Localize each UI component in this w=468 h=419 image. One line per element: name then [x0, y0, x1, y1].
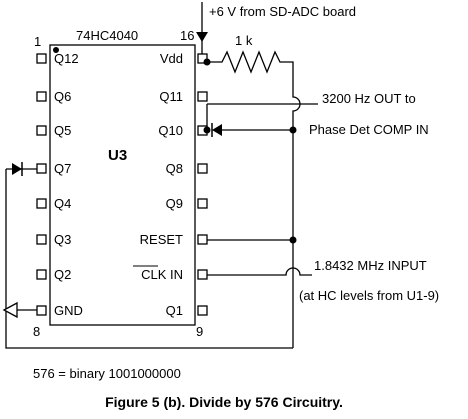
clk-input-wire: [207, 267, 312, 276]
supply-label: +6 V from SD-ADC board: [209, 4, 356, 19]
q7-diode-arrow: [12, 163, 22, 175]
ic-body: [49, 44, 196, 326]
pin-label-q7: Q7: [54, 161, 71, 176]
rail-junction-reset: [289, 236, 297, 244]
right-pin-stubs: [197, 53, 208, 316]
pin-number-8: 8: [33, 324, 40, 339]
pin-label-q10: Q10: [158, 123, 183, 138]
pin-label-vdd: Vdd: [160, 51, 183, 66]
pin-label-q4: Q4: [54, 196, 71, 211]
pin-label-q2: Q2: [54, 267, 71, 282]
pin-label-reset: RESET: [140, 232, 183, 247]
input-label-line1: 1.8432 MHz INPUT: [314, 258, 427, 273]
chip-reference: U3: [108, 147, 127, 164]
pin-number-9: 9: [196, 324, 203, 339]
q7-return-wire: [5, 169, 293, 349]
pin1-marker-dot: [53, 47, 59, 53]
q10-feedback-arrow: [212, 124, 222, 136]
resistor-1k: [207, 50, 294, 80]
pin-label-q3: Q3: [54, 232, 71, 247]
figure-caption: Figure 5 (b). Divide by 576 Circuitry.: [105, 394, 343, 410]
chip-part-number: 74HC4040: [76, 28, 138, 43]
supply-wire: [196, 2, 208, 54]
output-label-line1: 3200 Hz OUT to: [322, 91, 416, 106]
pin-label-q6: Q6: [54, 89, 71, 104]
rail-junction-q10: [289, 126, 297, 134]
output-label-line2: Phase Det COMP IN: [309, 122, 429, 137]
resistor-label: 1 k: [235, 33, 253, 48]
pin-label-q1: Q1: [166, 303, 183, 318]
pin-label-q8: Q8: [166, 161, 183, 176]
pin-number-16: 16: [180, 28, 194, 43]
pin-number-1: 1: [34, 34, 41, 49]
binary-note: 576 = binary 1001000000: [33, 366, 181, 381]
ground-symbol: [2, 301, 18, 319]
pin-label-gnd: GND: [54, 303, 83, 318]
input-label-line2: (at HC levels from U1-9): [299, 288, 439, 303]
pin-label-q5: Q5: [54, 123, 71, 138]
left-pin-stubs: [36, 53, 47, 316]
pin-label-q9: Q9: [166, 196, 183, 211]
pin-label-clk-in: CLK IN: [141, 267, 183, 282]
pin-label-q12: Q12: [54, 51, 79, 66]
pin-label-q11: Q11: [159, 89, 183, 104]
